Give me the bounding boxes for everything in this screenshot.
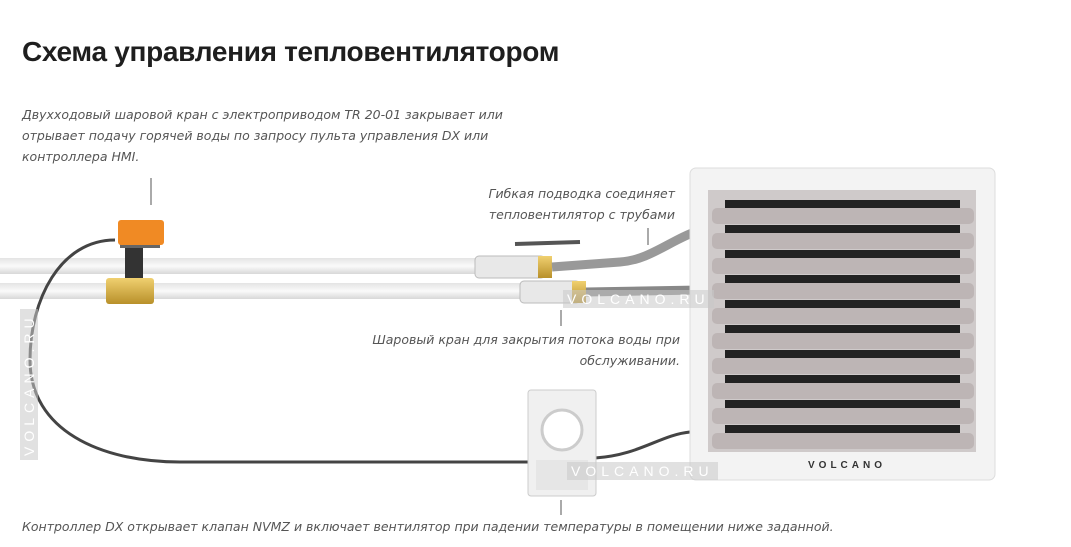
louvre-gap xyxy=(725,200,960,208)
heater-unit xyxy=(689,167,996,481)
louvre-blade xyxy=(712,233,974,249)
louvre-gap xyxy=(725,300,960,308)
louvre-blade xyxy=(712,308,974,324)
page-title: Схема управления тепловентилятором xyxy=(22,36,560,67)
louvre-gap xyxy=(725,275,960,283)
louvre-blade xyxy=(712,333,974,349)
louvre-gap xyxy=(725,250,960,258)
louvre-blade xyxy=(712,258,974,274)
louvre-blade xyxy=(712,283,974,299)
louvre-gap xyxy=(725,225,960,233)
watermark: VOLCANO.RU xyxy=(20,309,38,460)
louvre-gap xyxy=(725,425,960,433)
louvre-gap xyxy=(725,400,960,408)
motorized-valve xyxy=(106,220,164,304)
controller-caption: Контроллер DX открывает клапан NVMZ и вк… xyxy=(22,519,834,534)
louvre-blade xyxy=(712,433,974,449)
louvre-gap xyxy=(725,350,960,358)
watermark: VOLCANO.RU xyxy=(563,290,714,308)
ball-valve-caption: Шаровый кран для закрытия потока воды пр… xyxy=(372,332,680,368)
louvre-gap xyxy=(725,325,960,333)
upper-pipe xyxy=(0,258,520,274)
louvre-blade xyxy=(712,208,974,224)
louvre-blade xyxy=(712,358,974,374)
watermark: VOLCANO.RU xyxy=(567,462,718,480)
flex-hose-caption: Гибкая подводка соединяет тепловентилято… xyxy=(488,186,675,222)
lower-pipe xyxy=(0,283,540,299)
heater-brand-label: VOLCANO xyxy=(808,460,886,471)
valve-actuator-caption: Двухходовый шаровой кран с электропривод… xyxy=(22,107,503,164)
louvre-gap xyxy=(725,375,960,383)
louvre-blade xyxy=(712,408,974,424)
louvre-blade xyxy=(712,383,974,399)
dx-controller xyxy=(527,389,597,497)
